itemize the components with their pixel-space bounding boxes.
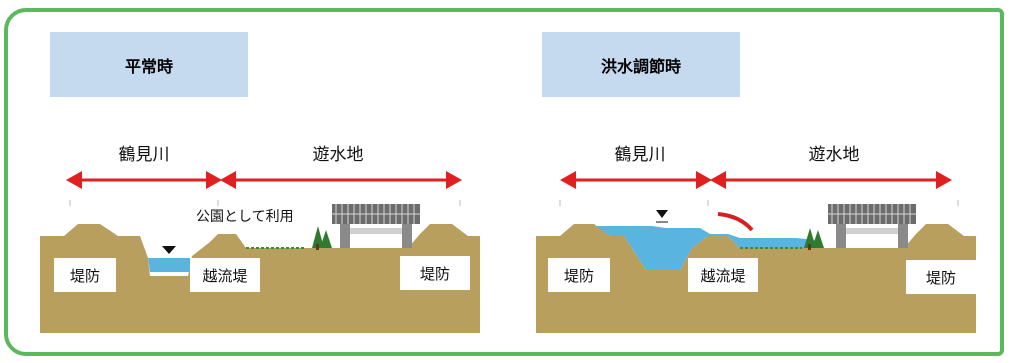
overflow-levee-tag: 越流堤 xyxy=(688,258,758,292)
ground-profile xyxy=(40,224,480,333)
right-levee-tag: 堤防 xyxy=(400,256,470,290)
basin-extent-arrow xyxy=(220,171,462,189)
park-usage-label: 公園として利用 xyxy=(196,206,294,226)
flood-water xyxy=(596,226,816,270)
cross-section-diagram xyxy=(536,171,976,333)
river-label: 鶴見川 xyxy=(118,145,170,165)
river-water xyxy=(148,258,192,272)
cross-section-diagram xyxy=(40,171,480,333)
overflow-levee-tag: 越流堤 xyxy=(190,258,260,292)
basin-label: 遊水地 xyxy=(808,145,860,165)
panel-title: 平常時 xyxy=(50,32,248,97)
stadium-building-icon xyxy=(828,204,916,248)
river-extent-arrow xyxy=(560,171,712,189)
river-extent-arrow xyxy=(66,171,222,189)
water-level-marker xyxy=(656,210,668,218)
stadium-building-icon xyxy=(332,204,420,248)
water-level-marker xyxy=(162,246,176,254)
basin-extent-arrow xyxy=(710,171,952,189)
panel-title: 洪水調節時 xyxy=(542,32,740,97)
river-label: 鶴見川 xyxy=(614,145,666,165)
ground-ticks xyxy=(69,200,461,206)
panel-flood-control: 洪水調節時 鶴見川 遊水地 xyxy=(496,0,976,363)
right-levee-tag: 堤防 xyxy=(906,260,976,294)
left-levee-tag: 堤防 xyxy=(54,258,116,292)
panel-normal: 平常時 鶴見川 遊水地 xyxy=(0,0,480,363)
tree-icon xyxy=(312,226,332,250)
overflow-arrow xyxy=(717,212,754,232)
left-levee-tag: 堤防 xyxy=(548,258,610,292)
ground-ticks xyxy=(559,200,959,206)
tree-icon xyxy=(804,228,824,250)
basin-label: 遊水地 xyxy=(312,145,364,165)
